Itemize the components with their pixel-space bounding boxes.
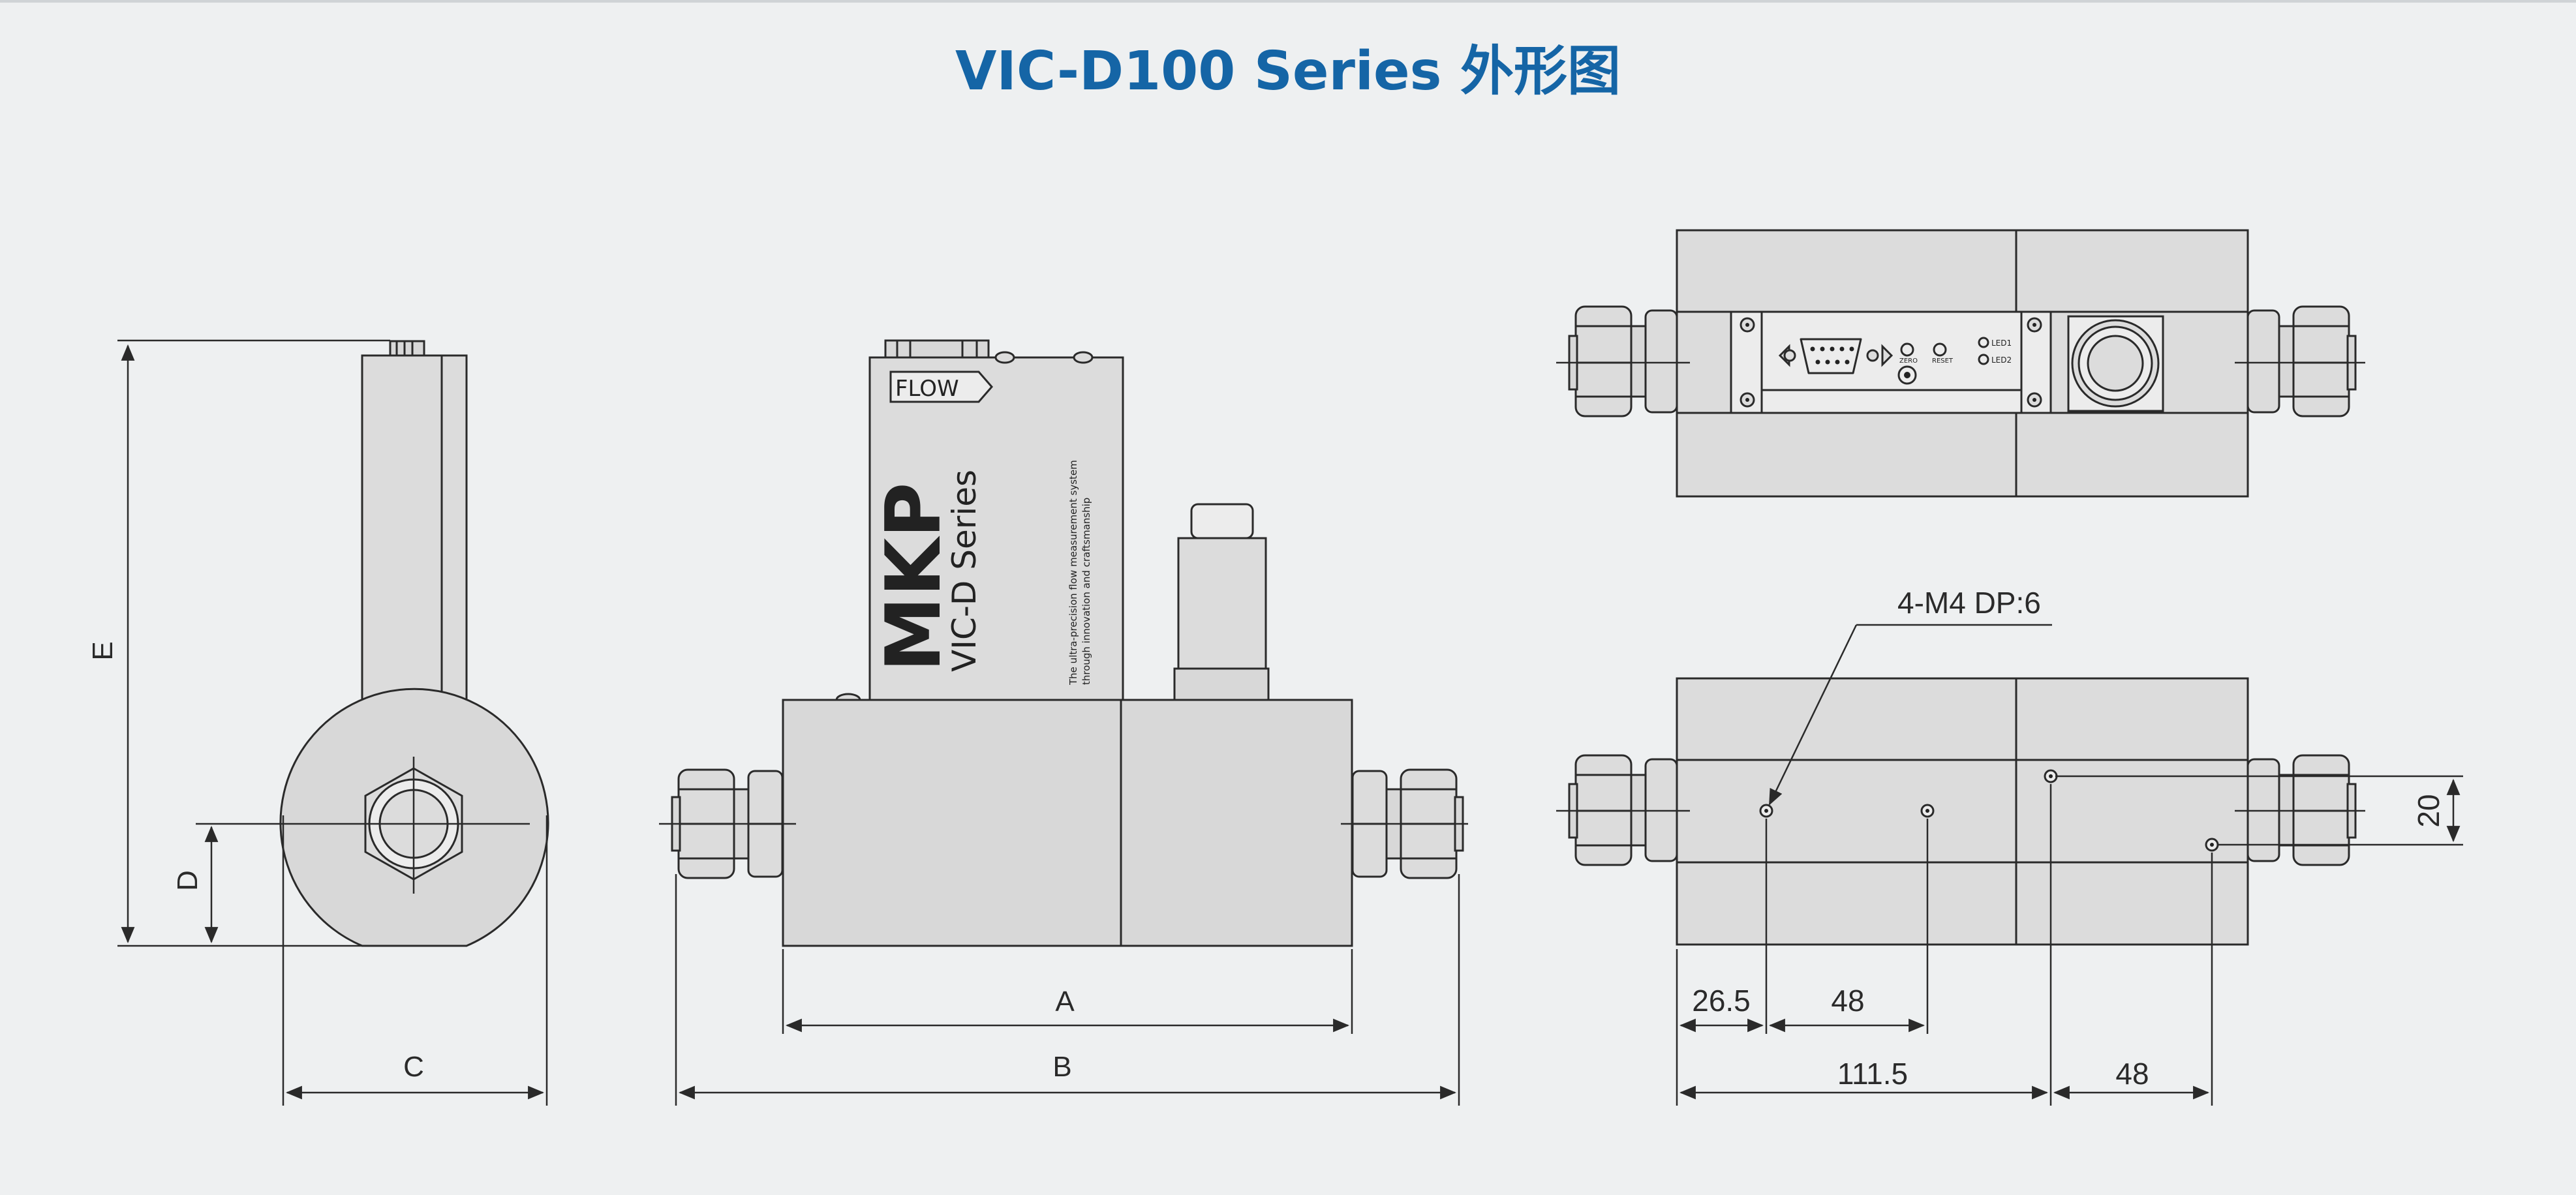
dim-B-label: B bbox=[1052, 1051, 1071, 1083]
valve-base bbox=[1173, 667, 1270, 701]
front-view: FLOW MKP VIC-D Series The ultra-precisio… bbox=[659, 339, 1468, 1106]
hole-note: 4-M4 DP:6 bbox=[1897, 586, 2041, 620]
series-name: VIC-D Series bbox=[945, 470, 983, 672]
front-electronics-housing bbox=[868, 356, 1124, 701]
front-dsub-connector bbox=[884, 339, 990, 359]
dim-hole-span-total: 111.5 bbox=[1837, 1057, 1908, 1091]
reset-label: RESET bbox=[1932, 357, 1954, 365]
top-left-fitting bbox=[1568, 305, 1678, 417]
valve-coil bbox=[1177, 537, 1267, 670]
dim-D-label: D bbox=[172, 870, 204, 891]
flow-label: FLOW bbox=[895, 376, 959, 402]
dim-hole-pitch-upper: 48 bbox=[1831, 984, 1864, 1018]
side-connector-cap bbox=[389, 340, 425, 357]
db9-port-icon bbox=[1778, 338, 1894, 374]
front-main-block bbox=[782, 699, 1353, 947]
top-view: ZERO RESET LED1 LED2 bbox=[1556, 229, 2365, 498]
top-right-fitting bbox=[2246, 305, 2357, 417]
page-title: VIC-D100 Series 外形图 bbox=[955, 40, 1621, 102]
led2-icon bbox=[1978, 354, 1989, 365]
dim-E-label: E bbox=[87, 641, 119, 660]
dim-A-label: A bbox=[1055, 986, 1075, 1018]
side-view: E D C bbox=[87, 339, 549, 1106]
flow-arrow-label bbox=[889, 371, 993, 403]
zero-label: ZERO bbox=[1899, 357, 1918, 365]
brand-logo: MKP bbox=[870, 483, 958, 672]
dim-C-label: C bbox=[403, 1051, 424, 1083]
side-stem bbox=[361, 354, 468, 703]
valve-cap bbox=[1190, 503, 1254, 539]
dim-first-hole-offset: 26.5 bbox=[1692, 984, 1751, 1018]
dim-hole-pitch-lower: 48 bbox=[2115, 1057, 2149, 1091]
top-border bbox=[0, 0, 2576, 3]
led2-label: LED2 bbox=[1991, 355, 2012, 365]
zero-button-icon bbox=[1900, 342, 1914, 357]
dim-hole-vertical: 20 bbox=[2412, 794, 2446, 827]
bottom-view: 4-M4 DP:6 20 26.5 48 111.5 48 bbox=[1556, 586, 2463, 1106]
reset-button-icon bbox=[1933, 342, 1947, 357]
led1-label: LED1 bbox=[1991, 339, 2012, 348]
top-connector-panel bbox=[1730, 310, 2052, 414]
tagline-line-2: through innovation and craftsmanship bbox=[1081, 498, 1092, 685]
front-right-fitting bbox=[1351, 768, 1464, 879]
led1-icon bbox=[1978, 337, 1989, 348]
tagline-line-1: The ultra-precision flow measurement sys… bbox=[1067, 460, 1079, 686]
